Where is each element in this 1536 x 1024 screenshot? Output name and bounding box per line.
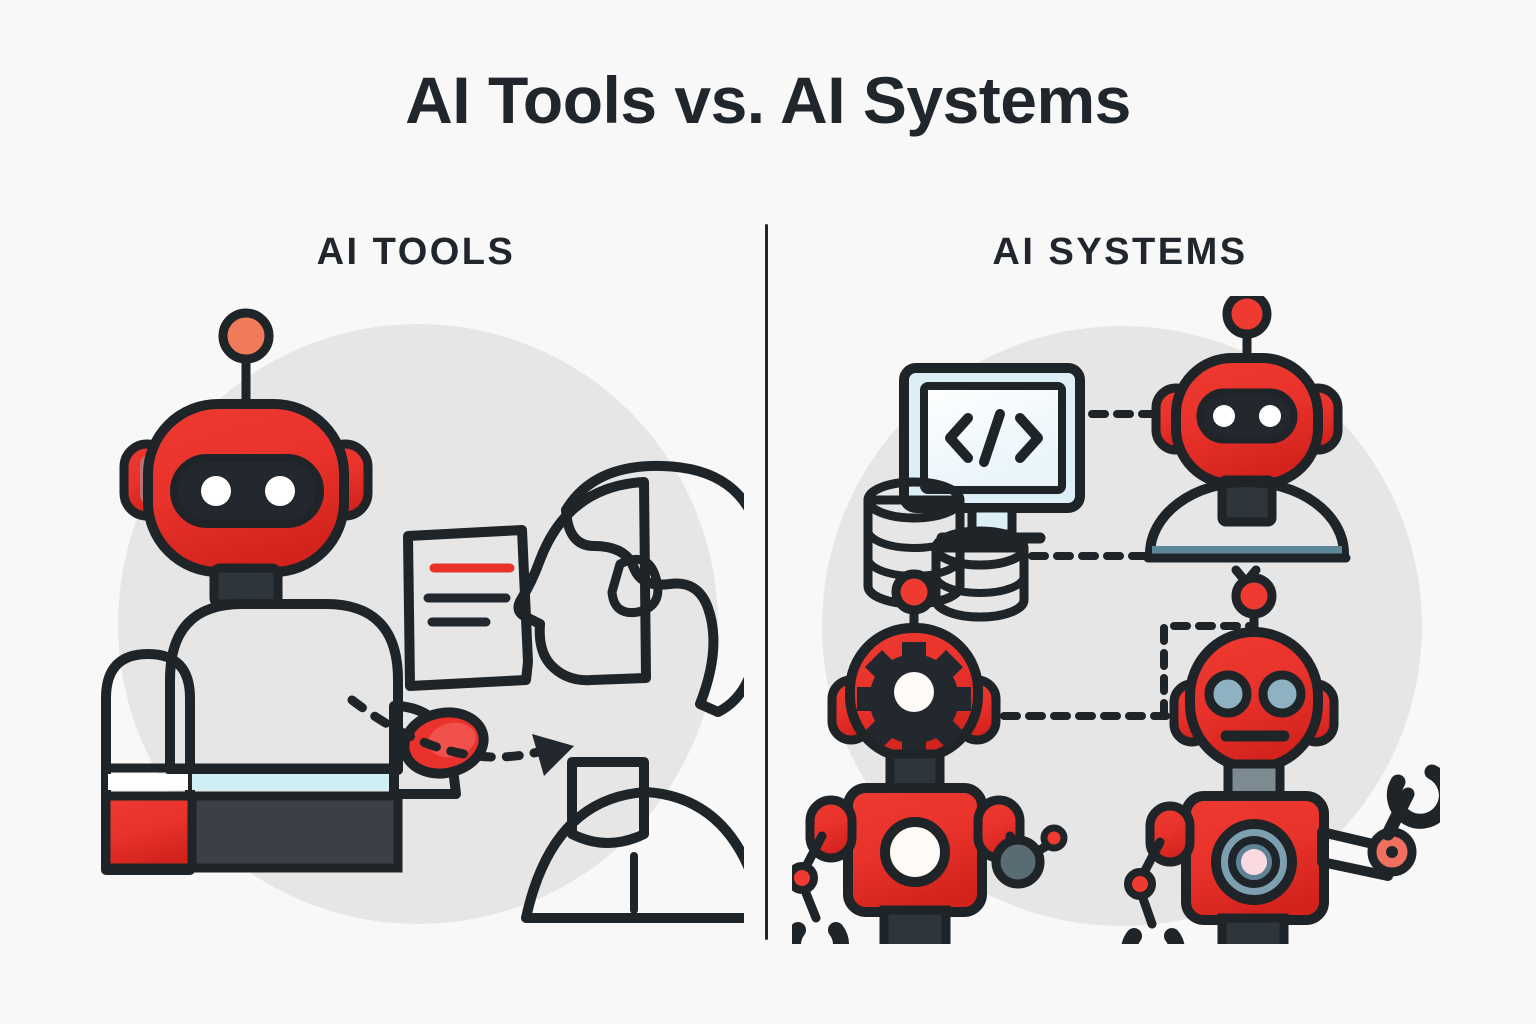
database-stack: [863, 477, 1029, 622]
arrow-head-icon: [532, 734, 574, 776]
robot-lower-band: [187, 791, 403, 873]
wrench-arm-right: [1317, 764, 1440, 881]
wrench-arm-left: [1121, 837, 1185, 944]
chest-stripe-white: [108, 774, 188, 790]
gear-icon: [857, 642, 971, 756]
chest-stripe-cyan: [192, 774, 398, 790]
connector-dome-to-wrench-robot: [1160, 622, 1258, 720]
wrench-eye-left: [1204, 670, 1252, 718]
wrench-legs: [1217, 913, 1289, 944]
document-paper: [403, 525, 533, 691]
gear-legs: [879, 905, 951, 944]
gear-node-sphere: [991, 835, 1045, 889]
robot-eye-right: [265, 476, 295, 506]
wrench-core-center: [1241, 849, 1267, 875]
antenna-ball-icon: [218, 308, 274, 364]
wrench-antenna-ball-icon: [1231, 573, 1277, 619]
gear-elbow-node-left: [792, 862, 818, 894]
database-short: [931, 526, 1029, 622]
dome-eye-left: [1213, 405, 1235, 427]
dome-body: [1145, 477, 1349, 559]
robot-torso: [165, 599, 403, 775]
wrench-wrist-dot: [1386, 846, 1398, 858]
dome-antenna-ball-icon: [1222, 296, 1272, 339]
robot-visor: [170, 454, 324, 528]
ai-tools-scene: [96, 296, 744, 944]
wrench-claw-icon: [1121, 928, 1185, 944]
human-neck: [567, 757, 649, 848]
dome-robot: [1143, 296, 1351, 587]
robot-eye-left: [201, 476, 231, 506]
panel-divider: [765, 224, 768, 940]
robot-neck: [209, 563, 283, 609]
ai-systems-scene: [792, 296, 1440, 944]
gear-antenna-ball-icon: [891, 569, 937, 615]
human-user: [513, 460, 744, 923]
gear-arm-right: [991, 824, 1068, 889]
human-hair: [561, 460, 744, 717]
gear-node-dot: [1040, 824, 1068, 852]
wrench-head-icon: [1386, 764, 1440, 829]
wrench-robot: [1121, 573, 1440, 944]
wrench-elbow-node-left: [1124, 868, 1156, 900]
gear-arm-left: [792, 831, 849, 944]
handoff-arrow: [347, 695, 574, 776]
robot-lower-left: [101, 791, 197, 873]
dome-visor: [1196, 388, 1298, 444]
wrench-eye-right: [1258, 670, 1306, 718]
gear-face-robot: [792, 569, 1068, 944]
ai-tool-robot: [101, 308, 489, 875]
human-ear: [607, 554, 663, 618]
page-title: AI Tools vs. AI Systems: [405, 63, 1131, 137]
arrow-dashed-path: [347, 695, 543, 762]
output-document: [403, 525, 533, 691]
gear-claw-icon: [792, 922, 849, 944]
panel-label-ai-tools: AI TOOLS: [316, 231, 516, 273]
dome-eye-right: [1259, 405, 1281, 427]
code-glyph-icon: [945, 409, 1043, 467]
code-monitor: [899, 363, 1085, 544]
gear-torso-core: [880, 817, 950, 887]
panel-label-ai-systems: AI SYSTEMS: [992, 231, 1248, 273]
robot-arm-left: [101, 649, 195, 875]
